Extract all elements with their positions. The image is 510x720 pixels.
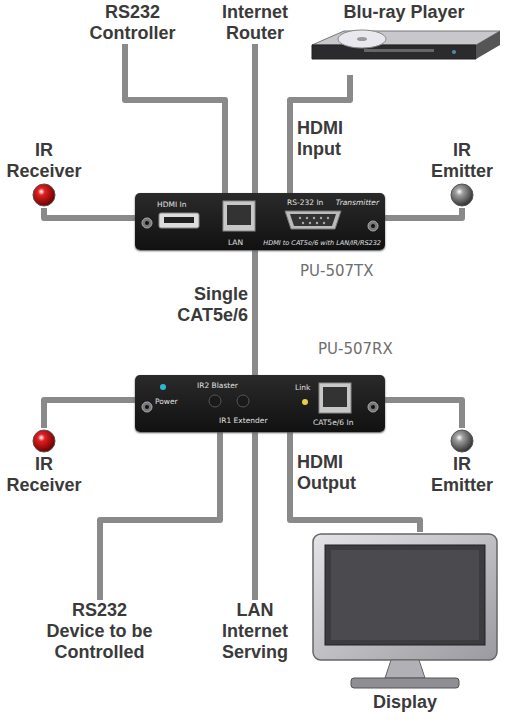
ir-receiver: IR Receiver	[2, 140, 86, 208]
bluray-player: Blu-ray Player	[302, 2, 506, 75]
rj45-opening	[227, 205, 251, 225]
tv-screen	[325, 545, 485, 645]
receiver-box: Power IR2 BlasterIR1 Extender LinkCAT5e/6 …	[135, 375, 385, 432]
device-name: Blu-ray Player	[302, 2, 506, 23]
tv-frame	[313, 534, 497, 660]
device-name: LAN Internet Serving	[205, 600, 305, 663]
cable	[290, 432, 420, 532]
hdmi-port	[159, 213, 199, 228]
rj45-opening	[323, 387, 347, 407]
hdmi-slot	[164, 217, 194, 223]
db9-opening	[290, 214, 336, 226]
player-led	[452, 50, 456, 54]
tv-screen-inner	[331, 550, 479, 640]
panel-port-label: RS-232 In	[287, 198, 323, 207]
ir-bulb	[447, 428, 477, 454]
device-label: Internet Router	[205, 2, 305, 44]
db9-port	[285, 211, 341, 229]
device-name: RS232 Controller	[75, 2, 190, 44]
model-number: PU-507RX	[318, 340, 393, 358]
cable-label: Single CAT5e/6	[160, 284, 248, 326]
panel-port-label: Power	[155, 397, 178, 406]
device-name: IR Receiver	[2, 454, 86, 496]
cable	[100, 432, 220, 600]
panel-port-label: HDMI to CAT5e/6 with LAN/IR/RS232	[263, 239, 381, 248]
disc	[338, 30, 386, 48]
db9-pin	[299, 217, 301, 219]
link-led	[302, 399, 308, 405]
ir-jack-hole	[371, 224, 375, 228]
cable	[125, 44, 225, 193]
cable-label: HDMI Output	[297, 452, 377, 494]
db9-pin	[302, 222, 304, 224]
db9-pin	[320, 217, 322, 219]
panel-port-label: CAT5e/6 In	[313, 418, 353, 427]
db9-pin	[327, 217, 329, 219]
panel-port-label: IR1 Extender	[219, 416, 268, 425]
cable	[44, 208, 135, 218]
display-illustration	[305, 532, 505, 692]
transmitter-box: HDMI In LAN RS-232 In TransmitterHDMI to CA…	[135, 193, 385, 250]
model-number: PU-507TX	[300, 262, 374, 280]
tv-neck	[385, 660, 425, 678]
ir-emitter: IR Emitter	[420, 140, 504, 208]
device-name: RS232 Device to be Controlled	[42, 600, 157, 663]
ir-bulb-body	[451, 430, 473, 452]
ir-jack-hole	[145, 221, 149, 225]
disc-slot	[364, 49, 434, 52]
db9-pin	[323, 222, 325, 224]
device-name: IR Receiver	[2, 140, 86, 182]
device-name: IR Emitter	[420, 140, 504, 182]
ir-jack	[142, 218, 152, 228]
cable	[252, 432, 258, 600]
db9-pin	[309, 222, 311, 224]
disc-hole	[357, 37, 367, 41]
panel-port-label: Link	[295, 383, 310, 392]
ir-jack-hole	[145, 405, 149, 409]
panel-port-label: Transmitter	[336, 198, 379, 207]
panel-port-label: HDMI In	[157, 200, 186, 209]
cable	[252, 44, 258, 193]
ir-jack-hole	[371, 405, 375, 409]
db9-pin	[316, 222, 318, 224]
panel-port-label: IR2 Blaster	[197, 381, 238, 390]
panel-port-label: LAN	[228, 238, 243, 247]
ir-bulb-body	[451, 184, 473, 206]
player-front	[312, 45, 476, 59]
cable	[385, 400, 462, 428]
ir-bulb	[29, 428, 59, 454]
ir-receiver: IR Receiver	[2, 428, 86, 496]
rj45-port	[319, 383, 351, 413]
ir-emitter: IR Emitter	[420, 428, 504, 496]
device-label: RS232 Controller	[75, 2, 190, 44]
rj45-port	[223, 201, 255, 231]
db9-pin	[306, 217, 308, 219]
device-label: LAN Internet Serving	[205, 600, 305, 663]
power-led	[160, 384, 166, 390]
ir-bulb-body	[33, 430, 55, 452]
player-side	[476, 31, 500, 59]
ir-jack	[142, 402, 152, 412]
cable	[44, 400, 135, 428]
ir-jack	[368, 221, 378, 231]
device-name: Display	[305, 692, 505, 713]
bluray-player-illustration	[304, 23, 504, 75]
device-label: RS232 Device to be Controlled	[42, 600, 157, 663]
ir1-jack	[237, 395, 249, 407]
ir-bulb	[447, 182, 477, 208]
device-name: IR Emitter	[420, 454, 504, 496]
device-name: Internet Router	[205, 2, 305, 44]
ir2-jack	[209, 395, 221, 407]
cable	[385, 208, 462, 218]
db9-pin	[313, 217, 315, 219]
ir-bulb-body	[33, 184, 55, 206]
tv-stand	[351, 678, 459, 688]
cable	[252, 250, 258, 375]
ir-bulb	[29, 182, 59, 208]
ir-jack	[368, 402, 378, 412]
cable-label: HDMI Input	[297, 118, 372, 160]
display: Display	[305, 532, 505, 713]
